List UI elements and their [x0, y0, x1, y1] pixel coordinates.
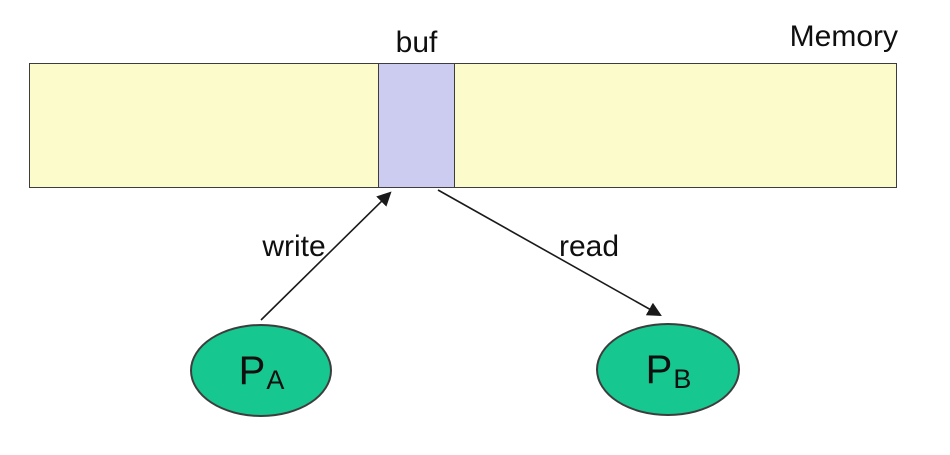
memory-label: Memory	[789, 20, 898, 53]
process-b-name: P	[645, 347, 673, 392]
read-label: read	[558, 230, 620, 263]
buffer-region	[378, 63, 455, 188]
process-a-name: P	[238, 348, 266, 393]
write-label: write	[262, 230, 326, 263]
buffer-label: buf	[395, 26, 438, 59]
process-a-subscript: A	[266, 365, 285, 395]
memory-region	[29, 63, 897, 188]
read-arrow	[437, 189, 662, 317]
process-b-subscript: B	[673, 364, 692, 394]
